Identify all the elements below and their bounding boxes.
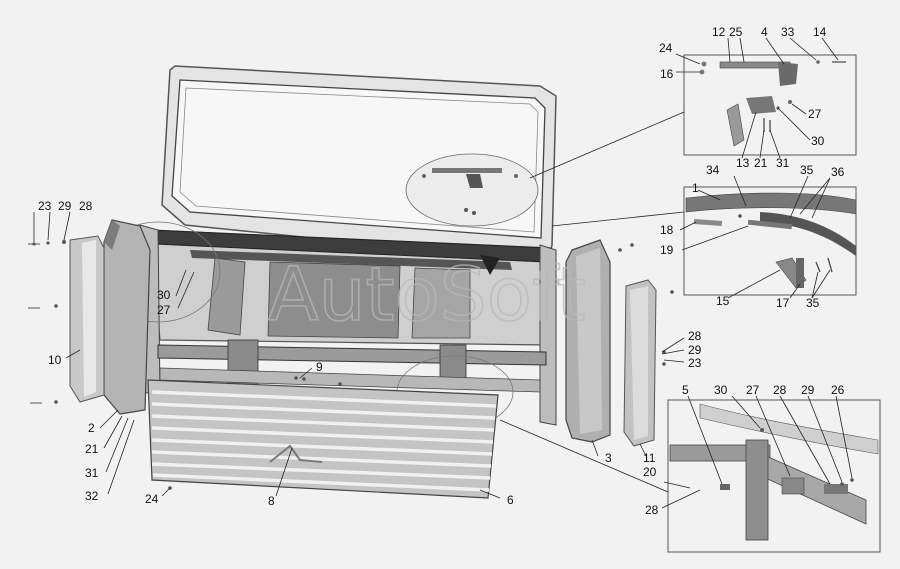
callout-6: 6 <box>507 493 514 507</box>
radiator-grille <box>147 379 499 499</box>
callout-30: 30 <box>811 134 825 148</box>
callout-27: 27 <box>157 303 171 317</box>
leader-lines <box>33 37 853 509</box>
callout-17: 17 <box>776 296 790 310</box>
callout-11: 11 <box>643 451 656 465</box>
callout-29: 29 <box>801 383 815 397</box>
callout-36: 36 <box>831 165 845 179</box>
callout-28: 28 <box>79 199 93 213</box>
callout-23: 23 <box>38 199 52 213</box>
inset-beam-bracket <box>667 399 881 553</box>
callout-25: 25 <box>729 25 743 39</box>
callout-18: 18 <box>660 223 674 237</box>
callout-10: 10 <box>48 353 62 367</box>
callout-9: 9 <box>316 360 323 374</box>
callout-34: 34 <box>706 163 720 177</box>
callout-15: 15 <box>716 294 730 308</box>
callout-4: 4 <box>761 25 768 39</box>
callout-33: 33 <box>781 25 795 39</box>
callout-26: 26 <box>831 383 845 397</box>
cross-beam <box>157 339 547 393</box>
callout-8: 8 <box>268 494 275 508</box>
callout-31: 31 <box>776 156 790 170</box>
callout-27: 27 <box>746 383 760 397</box>
callout-23: 23 <box>688 356 702 370</box>
callout-3: 3 <box>605 451 612 465</box>
callout-24: 24 <box>145 492 159 506</box>
callout-28: 28 <box>688 329 702 343</box>
callout-28: 28 <box>645 503 659 517</box>
callout-24: 24 <box>659 41 673 55</box>
callout-5: 5 <box>682 383 689 397</box>
windshield-detail-ellipse <box>405 153 539 227</box>
callout-13: 13 <box>736 156 750 170</box>
callout-30: 30 <box>157 288 171 302</box>
callout-35: 35 <box>800 163 814 177</box>
callout-30: 30 <box>714 383 728 397</box>
watermark: AutoSoft <box>268 252 586 338</box>
callout-31: 31 <box>85 466 99 480</box>
right-trim-panel <box>623 279 657 447</box>
callout-32: 32 <box>85 489 99 503</box>
front-panel <box>139 224 557 426</box>
callout-21: 21 <box>754 156 768 170</box>
callout-29: 29 <box>58 199 72 213</box>
callout-20: 20 <box>643 465 657 479</box>
callout-1: 1 <box>692 181 699 195</box>
callout-2: 2 <box>88 421 95 435</box>
callout-27: 27 <box>808 107 822 121</box>
right-side-cover <box>565 239 611 443</box>
callout-12: 12 <box>712 25 726 39</box>
callout-labels: 24 16 12 25 4 33 14 27 30 13 21 31 1 34 … <box>38 25 845 517</box>
callout-21: 21 <box>85 442 99 456</box>
callout-35: 35 <box>806 296 820 310</box>
inset-hinge-assembly <box>683 54 857 156</box>
callout-14: 14 <box>813 25 827 39</box>
callout-29: 29 <box>688 343 702 357</box>
callout-19: 19 <box>660 243 674 257</box>
callout-16: 16 <box>660 67 674 81</box>
left-side-cover <box>103 219 151 415</box>
callout-28: 28 <box>773 383 787 397</box>
inset-wiper-assembly <box>683 186 857 296</box>
left-trim-panel <box>69 235 105 403</box>
